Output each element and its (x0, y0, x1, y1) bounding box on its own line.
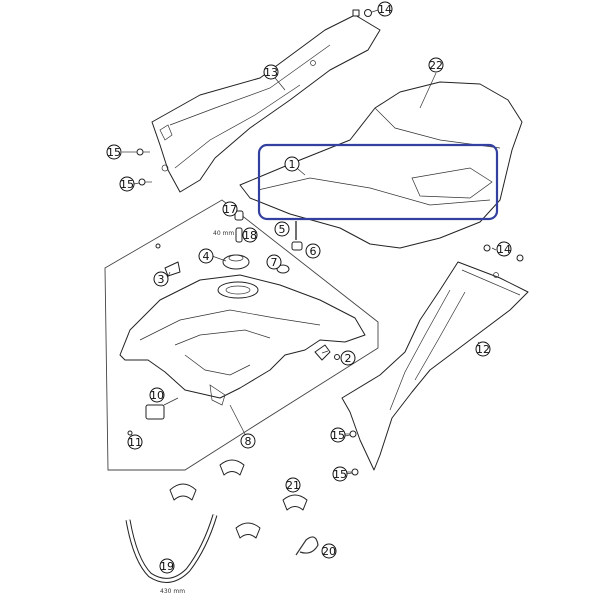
callout-11: 11 (127, 434, 143, 450)
part-1-highlight (257, 143, 499, 221)
callout-6: 6 (305, 243, 321, 259)
svg-text:12: 12 (476, 343, 490, 356)
callout-14-right: 14 (496, 241, 512, 257)
callout-15-left-bottom: 15 (119, 176, 135, 192)
callout-10: 10 (149, 387, 165, 403)
callout-4: 4 (198, 248, 214, 264)
callout-7: 7 (266, 254, 282, 270)
svg-text:6: 6 (310, 245, 317, 258)
svg-text:5: 5 (279, 223, 286, 236)
svg-text:3: 3 (158, 273, 165, 286)
hardware (127, 9, 524, 476)
callout-1: 1 (284, 156, 300, 172)
callout-15-left-top: 15 (106, 144, 122, 160)
callout-20: 20 (321, 543, 337, 559)
svg-text:11: 11 (128, 436, 142, 449)
callout-18: 18 (242, 227, 258, 243)
svg-text:17: 17 (223, 203, 237, 216)
callout-12: 12 (475, 341, 491, 357)
left-side-cover (151, 14, 381, 193)
svg-text:18: 18 (243, 229, 257, 242)
svg-text:15: 15 (120, 178, 134, 191)
svg-text:10: 10 (150, 389, 164, 402)
callout-17: 17 (222, 201, 238, 217)
callout-8: 8 (240, 433, 256, 449)
callout-14-top: 14 (377, 1, 393, 17)
svg-text:20: 20 (322, 545, 336, 558)
callout-21: 21 (285, 477, 301, 493)
svg-text:15: 15 (107, 146, 121, 159)
svg-text:2: 2 (345, 352, 352, 365)
vent-hose-dimension: 40 mm (213, 230, 234, 237)
svg-text:22: 22 (429, 59, 443, 72)
svg-text:1: 1 (289, 158, 296, 171)
hose-clamps (169, 459, 308, 539)
fuel-tank (119, 274, 366, 406)
callout-2: 2 (340, 350, 356, 366)
callout-5: 5 (274, 221, 290, 237)
svg-text:15: 15 (331, 429, 345, 442)
callout-15-right-top: 15 (330, 427, 346, 443)
svg-text:14: 14 (497, 243, 511, 256)
seat (239, 81, 523, 249)
svg-text:4: 4 (203, 250, 210, 263)
cable-tie (295, 536, 319, 556)
svg-text:14: 14 (378, 3, 392, 16)
callout-15-right-bottom: 15 (332, 466, 348, 482)
fuel-hose-dimension: 430 mm (160, 588, 185, 595)
callout-19: 19 (159, 558, 175, 574)
svg-text:8: 8 (245, 435, 252, 448)
svg-text:7: 7 (271, 256, 278, 269)
svg-text:15: 15 (333, 468, 347, 481)
svg-text:19: 19 (160, 560, 174, 573)
callout-3: 3 (153, 271, 169, 287)
right-side-cover (341, 261, 529, 471)
callout-22: 22 (428, 57, 444, 73)
svg-text:13: 13 (264, 66, 278, 79)
tank-assembly-boundary (104, 199, 379, 471)
svg-text:21: 21 (286, 479, 300, 492)
callout-13: 13 (263, 64, 279, 80)
